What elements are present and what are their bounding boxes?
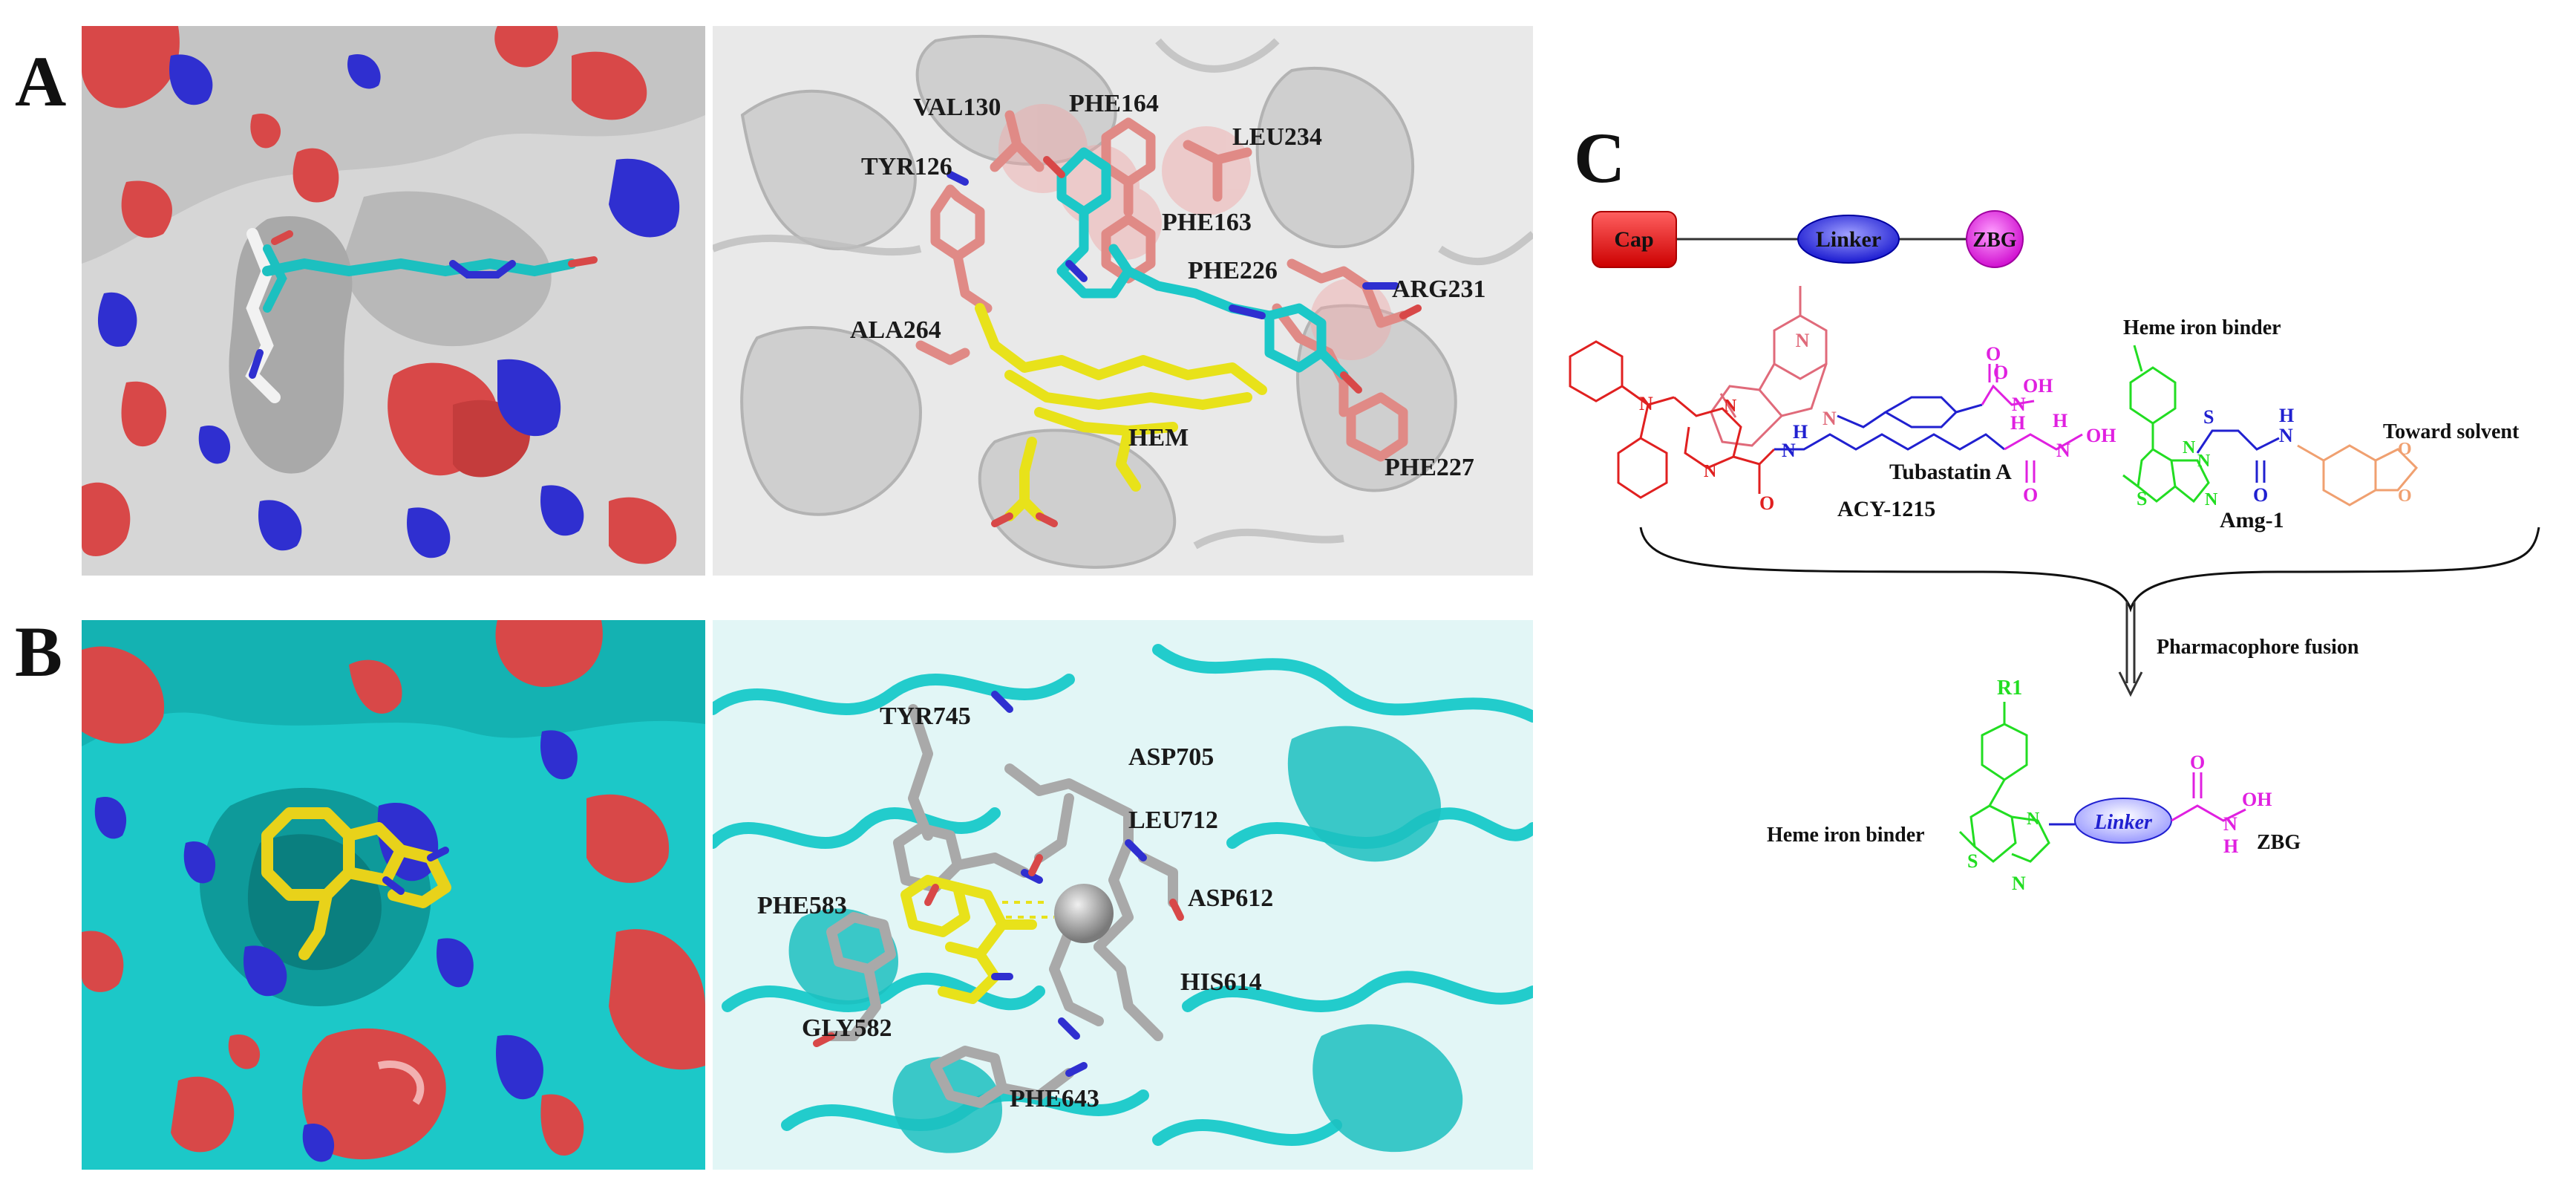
svg-text:N: N xyxy=(2279,425,2293,446)
tubastatin-structure xyxy=(1710,286,1828,447)
panel-a-surface-view xyxy=(82,26,705,576)
svg-text:H: H xyxy=(2053,410,2067,431)
svg-text:O: O xyxy=(1759,492,1774,514)
residue-label: PHE643 xyxy=(1010,1085,1099,1112)
svg-text:S: S xyxy=(1967,850,1978,872)
svg-text:O: O xyxy=(1993,362,2008,383)
svg-text:H: H xyxy=(2223,835,2238,857)
svg-text:O: O xyxy=(2398,486,2412,506)
acy-structure xyxy=(1569,340,1776,499)
svg-text:OH: OH xyxy=(2242,789,2272,810)
residue-label: TYR745 xyxy=(880,703,971,730)
zbg-label: ZBG xyxy=(1972,229,2016,252)
svg-text:O: O xyxy=(1986,343,2001,365)
residue-label: LEU234 xyxy=(1232,123,1322,151)
amg-structure xyxy=(2122,345,2210,504)
svg-text:H: H xyxy=(2010,412,2025,434)
svg-text:N: N xyxy=(2205,490,2218,509)
zbg-bottom-label: ZBG xyxy=(2257,831,2301,854)
svg-text:N: N xyxy=(2012,873,2026,894)
svg-text:O: O xyxy=(2190,752,2205,773)
cap-box xyxy=(1592,211,1677,268)
pharmacophore-fusion-label: Pharmacophore fusion xyxy=(2157,636,2359,659)
svg-text:OH: OH xyxy=(2086,425,2116,446)
svg-text:S: S xyxy=(2203,406,2214,428)
residue-label: PHE583 xyxy=(757,892,847,919)
residue-label: VAL130 xyxy=(913,94,1001,121)
svg-text:H: H xyxy=(1793,421,1808,443)
panel-c-scheme: Cap Linker ZBG N N O N OH H Tubastatin A… xyxy=(1537,111,2576,943)
residue-label: HIS614 xyxy=(1180,968,1262,996)
panel-a-ribbon-view: TYR126 VAL130 PHE164 LEU234 PHE163 PHE22… xyxy=(713,26,1533,576)
svg-text:N: N xyxy=(1724,397,1737,416)
merge-brace xyxy=(1639,527,2540,613)
svg-text:O: O xyxy=(2023,484,2038,506)
svg-text:N: N xyxy=(1782,440,1796,461)
residue-label: GLY582 xyxy=(802,1014,892,1042)
svg-text:N: N xyxy=(1704,462,1717,481)
panel-label-a: A xyxy=(15,42,67,121)
svg-text:S: S xyxy=(2137,488,2147,509)
acy-label: ACY-1215 xyxy=(1837,497,1935,521)
svg-text:N: N xyxy=(2012,394,2026,415)
residue-label: HEM xyxy=(1128,424,1189,452)
linker-ellipse xyxy=(1797,215,1900,264)
svg-text:N: N xyxy=(2197,452,2211,471)
toward-solvent-label: Toward solvent xyxy=(2383,420,2520,443)
svg-text:OH: OH xyxy=(2023,375,2053,397)
residue-label: ASP612 xyxy=(1188,884,1273,912)
residue-label: PHE164 xyxy=(1069,90,1159,117)
svg-text:N: N xyxy=(2223,813,2237,835)
svg-text:N: N xyxy=(1639,393,1653,414)
svg-text:N: N xyxy=(1823,408,1837,429)
residue-label: ALA264 xyxy=(850,316,941,344)
product-structure xyxy=(1958,702,2050,863)
svg-text:N: N xyxy=(2027,809,2040,829)
svg-text:N: N xyxy=(2183,438,2196,457)
svg-text:N: N xyxy=(1796,330,1810,351)
fusion-arrow xyxy=(2118,602,2143,697)
tubastatin-label: Tubastatin A xyxy=(1889,460,2012,484)
svg-text:N: N xyxy=(2056,440,2070,461)
panel-b-surface-view xyxy=(82,620,705,1170)
svg-text:R1: R1 xyxy=(1997,677,2022,700)
linker-bottom-label: Linker xyxy=(2093,811,2153,834)
svg-text:O: O xyxy=(2398,440,2412,459)
panel-b-ribbon-view: TYR745 ASP705 LEU712 PHE583 ASP612 HIS61… xyxy=(713,620,1533,1170)
cap-label: Cap xyxy=(1614,227,1653,252)
svg-text:H: H xyxy=(2279,405,2294,426)
amg-label: Amg-1 xyxy=(2220,508,2284,532)
zbg-circle xyxy=(1966,210,2024,268)
panel-label-b: B xyxy=(15,612,63,691)
heme-binder-top-label: Heme iron binder xyxy=(2123,316,2281,339)
svg-text:O: O xyxy=(2253,484,2268,506)
residue-label: ASP705 xyxy=(1128,743,1214,771)
residue-label: PHE226 xyxy=(1188,257,1278,284)
panel-label-c: C xyxy=(1574,118,1626,198)
residue-label: LEU712 xyxy=(1128,807,1218,834)
residue-label: PHE227 xyxy=(1385,454,1474,481)
heme-binder-bottom-label: Heme iron binder xyxy=(1767,824,1925,847)
linker-label: Linker xyxy=(1816,227,1881,252)
residue-label: ARG231 xyxy=(1392,276,1486,303)
residue-label: PHE163 xyxy=(1162,209,1252,236)
residue-label: TYR126 xyxy=(861,153,952,180)
